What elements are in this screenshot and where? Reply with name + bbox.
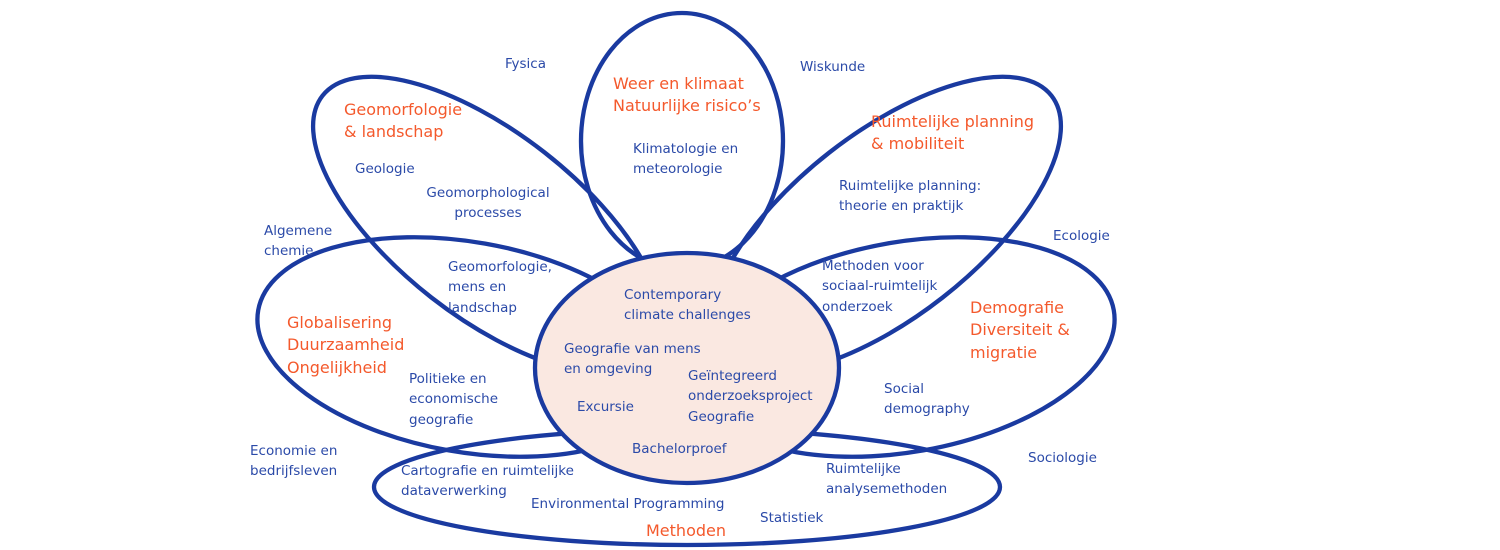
petal-weather-title: Weer en klimaat Natuurlijke risico’s — [613, 74, 761, 116]
core-contemporary-climate: Contemporary climate challenges — [624, 287, 751, 324]
course-environmental-programming: Environmental Programming — [531, 496, 725, 512]
course-geomorphological-processes: Geomorphological processes — [426, 185, 550, 222]
course-geologie: Geologie — [355, 161, 415, 177]
course-cartografie: Cartografie en ruimtelijke dataverwerkin… — [401, 463, 574, 500]
discipline-economie: Economie en bedrijfsleven — [250, 443, 338, 480]
core-excursie: Excursie — [577, 399, 634, 415]
course-geomorfologie-mens: Geomorfologie, mens en landschap — [448, 259, 552, 316]
discipline-ecologie: Ecologie — [1053, 228, 1110, 244]
course-social-demography: Social demography — [884, 381, 970, 418]
discipline-algemene-chemie: Algemene chemie — [264, 223, 333, 260]
course-ruimtelijke-analyse: Ruimtelijke analysemethoden — [826, 461, 948, 498]
discipline-sociologie: Sociologie — [1028, 450, 1097, 466]
discipline-wiskunde: Wiskunde — [800, 59, 866, 75]
course-planning-theorie: Ruimtelijke planning: theorie en praktij… — [839, 178, 982, 215]
petal-planning-title: Ruimtelijke planning & mobiliteit — [871, 112, 1035, 154]
core-geintegreerd: Geïntegreerd onderzoeksproject Geografie — [688, 368, 813, 425]
petal-demography-title: Demografie Diversiteit & migratie — [970, 298, 1070, 362]
core-geografie-mens: Geografie van mens en omgeving — [564, 341, 701, 378]
core-bachelorproef: Bachelorproef — [632, 441, 727, 457]
discipline-fysica: Fysica — [505, 56, 546, 72]
course-statistiek: Statistiek — [760, 510, 824, 526]
petal-geomorphology-title: Geomorfologie & landschap — [344, 100, 463, 142]
course-politieke-geografie: Politieke en economische geografie — [409, 371, 499, 428]
petal-methods-title: Methoden — [646, 521, 726, 540]
course-methoden-sociaal: Methoden voor sociaal-ruimtelijk onderzo… — [822, 258, 938, 315]
course-klimatologie: Klimatologie en meteorologie — [633, 141, 739, 178]
center-core-ellipse — [532, 250, 842, 486]
petal-globalisation-title: Globalisering Duurzaamheid Ongelijkheid — [287, 313, 405, 377]
